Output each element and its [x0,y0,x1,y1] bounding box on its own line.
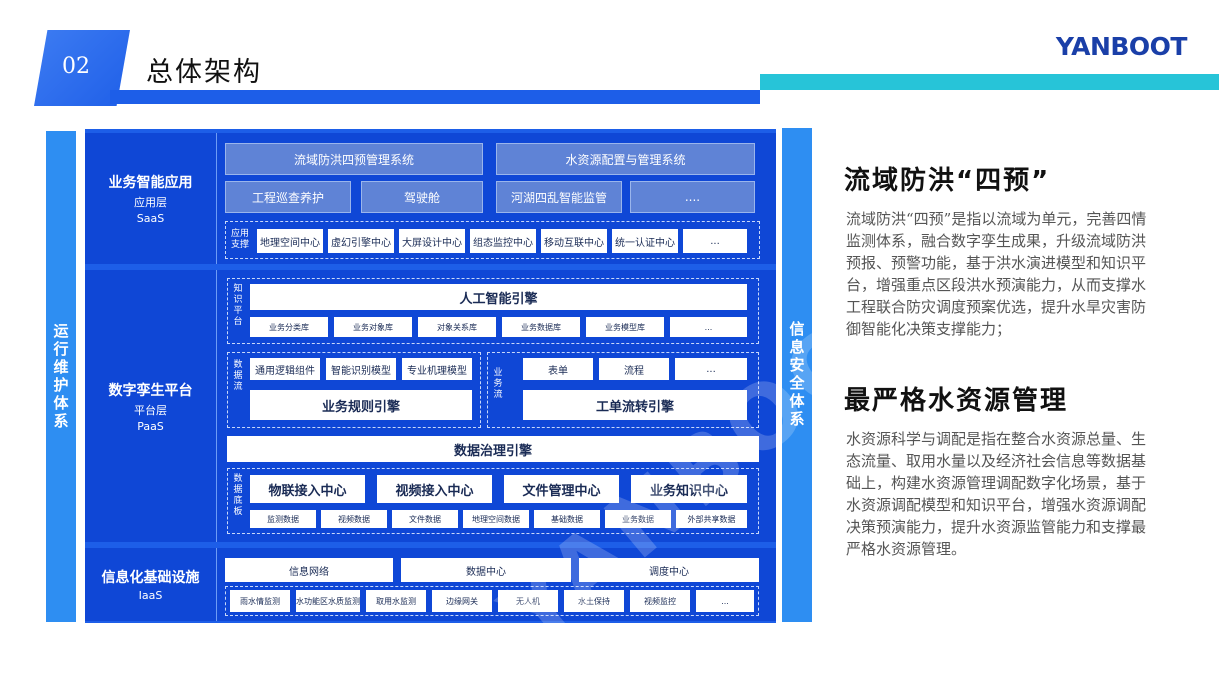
device-box: 边缘网关 [432,590,492,612]
knowledge-item-box: 业务数据库 [502,317,580,337]
knowledge-item-box: 对象关系库 [418,317,496,337]
data-flow-component-box: 通用逻辑组件 [250,358,320,380]
infrastructure-box: 调度中心 [579,558,759,582]
device-box: 水功能区水质监测 [296,590,360,612]
saas-app-box: 驾驶舱 [361,181,483,213]
infrastructure-box: 信息网络 [225,558,393,582]
section-number: 02 [62,54,90,79]
paas-layer-name: 数字孪生平台 [108,382,193,399]
business-flow-label: 业务流 [493,368,503,400]
business-rule-engine-box: 业务规则引擎 [250,390,472,420]
saas-layer-code: SaaS [136,212,165,225]
support-center-box: 地理空间中心 [257,229,323,253]
infrastructure-box: 数据中心 [401,558,571,582]
sensing-devices-group [225,586,759,616]
section-number-tab: 02 [34,30,130,106]
info-security-column: 信息安全体系 [782,128,812,622]
data-flow-label: 数据流 [233,360,243,392]
ops-maintenance-column: 运行维护体系 [46,131,76,622]
paas-layer-type: 平台层 [134,403,167,417]
support-center-box: ... [683,229,747,253]
device-box: 水土保持 [564,590,624,612]
data-center-box: 文件管理中心 [504,475,619,503]
iaas-layer: 信息化基础设施 IaaS 信息网络 数据中心 调度中心 雨水情监测 水功能区水质… [85,548,776,621]
data-item-box: 监测数据 [250,510,316,528]
paas-layer-label: 数字孪生平台 平台层 PaaS [85,270,217,542]
page-title: 总体架构 [146,57,262,88]
paas-layer: 数字孪生平台 平台层 PaaS 知识平台 人工智能引擎 业务分类库 业务对象库 … [85,270,776,542]
saas-app-box: .... [630,181,755,213]
section-body-water: 水资源科学与调配是指在整合水资源总量、生态流量、取用水量以及经济社会信息等数据基… [846,430,1147,558]
knowledge-platform-group [227,278,759,344]
support-center-box: 大屏设计中心 [399,229,465,253]
data-flow-component-box: 专业机理模型 [402,358,472,380]
info-security-label: 信息安全体系 [787,321,806,429]
brand-logo: YANBOOT [1055,32,1188,61]
app-support-group [225,221,760,259]
ai-engine-box: 人工智能引擎 [250,284,747,310]
section-title-flood: 流域防洪“四预” [844,166,1051,196]
saas-system-box: 流域防洪四预管理系统 [225,143,483,175]
knowledge-item-box: 业务对象库 [334,317,412,337]
device-box: 雨水情监测 [230,590,290,612]
section-body-flood: 流域防洪“四预”是指以流域为单元，完善四情监测体系，融合数字孪生成果，升级流域防… [846,210,1147,338]
saas-app-box: 工程巡查养护 [225,181,351,213]
iaas-layer-label: 信息化基础设施 IaaS [85,548,217,621]
header-underline-blue [110,90,760,104]
support-center-box: 组态监控中心 [470,229,536,253]
knowledge-platform-label: 知识平台 [233,284,243,327]
data-flow-group [227,352,481,428]
data-foundation-label: 数据底板 [233,474,243,517]
saas-layer: 业务智能应用 应用层 SaaS 流域防洪四预管理系统 水资源配置与管理系统 工程… [85,133,776,264]
data-governance-engine-box: 数据治理引擎 [227,436,759,462]
business-flow-item-box: 表单 [523,358,593,380]
knowledge-item-box: 业务分类库 [250,317,328,337]
section-title-water: 最严格水资源管理 [844,386,1069,416]
workflow-engine-box: 工单流转引擎 [523,390,747,420]
data-foundation-group [227,468,759,534]
device-box: ... [696,590,754,612]
iaas-layer-name: 信息化基础设施 [101,570,200,586]
architecture-diagram: 业务智能应用 应用层 SaaS 流域防洪四预管理系统 水资源配置与管理系统 工程… [85,129,944,666]
data-item-box: 地理空间数据 [463,510,529,528]
saas-layer-label: 业务智能应用 应用层 SaaS [85,133,217,264]
support-center-box: 统一认证中心 [612,229,678,253]
saas-app-box: 河湖四乱智能监管 [496,181,622,213]
data-item-box: 外部共享数据 [676,510,747,528]
device-box: 视频监控 [630,590,690,612]
device-box: 取用水监测 [366,590,426,612]
data-item-box: 文件数据 [392,510,458,528]
business-flow-item-box: ... [675,358,747,380]
business-flow-item-box: 流程 [599,358,669,380]
support-center-box: 移动互联中心 [541,229,607,253]
data-item-box: 业务数据 [605,510,671,528]
business-flow-group [487,352,759,428]
app-support-label: 应用支撑 [230,229,249,250]
paas-layer-code: PaaS [137,419,164,433]
device-box: 无人机 [498,590,558,612]
header-underline-cyan [760,74,1219,90]
saas-layer-type: 应用层 [134,196,167,209]
iaas-layer-code: IaaS [138,589,163,602]
saas-layer-name: 业务智能应用 [108,175,193,191]
knowledge-item-box: 业务模型库 [586,317,664,337]
data-center-box: 视频接入中心 [377,475,492,503]
ops-maintenance-label: 运行维护体系 [51,322,70,431]
data-item-box: 视频数据 [321,510,387,528]
data-flow-component-box: 智能识别模型 [326,358,396,380]
saas-system-box: 水资源配置与管理系统 [496,143,755,175]
data-item-box: 基础数据 [534,510,600,528]
knowledge-item-box: ... [670,317,747,337]
data-center-box: 物联接入中心 [250,475,365,503]
data-center-box: 业务知识中心 [631,475,747,503]
support-center-box: 虚幻引擎中心 [328,229,394,253]
